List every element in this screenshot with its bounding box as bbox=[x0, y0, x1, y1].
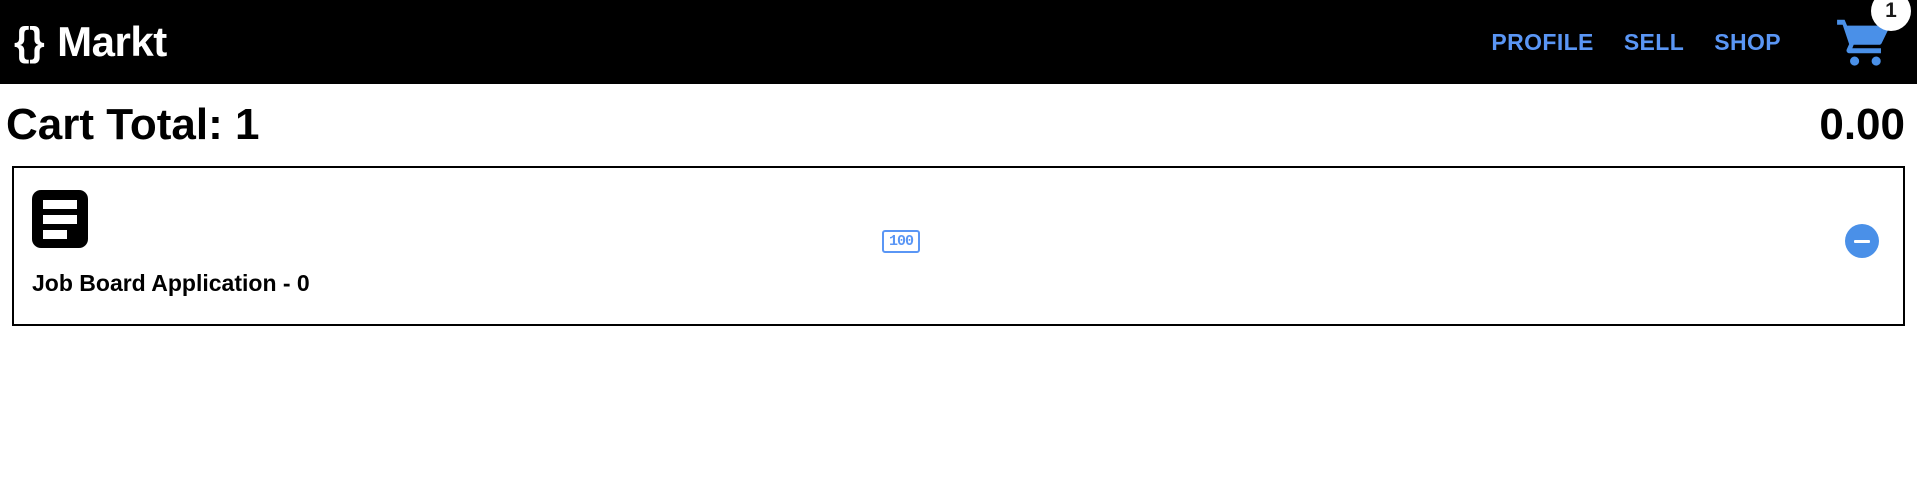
doc-line-3 bbox=[43, 229, 67, 239]
shopping-cart-icon bbox=[1835, 17, 1891, 67]
cart-item-quantity-chip: 100 bbox=[882, 230, 921, 253]
nav-link-shop[interactable]: SHOP bbox=[1714, 28, 1781, 55]
cart-total-row: Cart Total: 1 0.00 bbox=[0, 84, 1917, 160]
nav-link-sell[interactable]: SELL bbox=[1623, 28, 1685, 55]
cart-count-badge: 1 bbox=[1871, 0, 1911, 31]
braces-icon: {} bbox=[14, 19, 45, 64]
remove-item-button[interactable] bbox=[1845, 224, 1879, 258]
cart-total-amount: 0.00 bbox=[1819, 100, 1905, 149]
document-lines-icon bbox=[32, 190, 88, 248]
doc-line-2 bbox=[43, 214, 77, 224]
cart-item-card[interactable]: Job Board Application - 0 100 bbox=[12, 166, 1905, 326]
cart-button[interactable]: 1 bbox=[1835, 0, 1911, 67]
top-navbar: {} Markt PROFILE SELL SHOP 1 bbox=[0, 0, 1917, 84]
nav-links: PROFILE SELL SHOP 1 bbox=[1491, 0, 1917, 67]
nav-link-profile[interactable]: PROFILE bbox=[1491, 28, 1594, 55]
cart-item-title: Job Board Application - 0 bbox=[32, 270, 310, 296]
brand-name: Markt bbox=[57, 18, 167, 65]
cart-total-label: Cart Total: 1 bbox=[6, 100, 260, 149]
brand-logo[interactable]: {} Markt bbox=[14, 18, 167, 66]
minus-icon bbox=[1854, 239, 1870, 243]
doc-line-1 bbox=[43, 199, 77, 209]
